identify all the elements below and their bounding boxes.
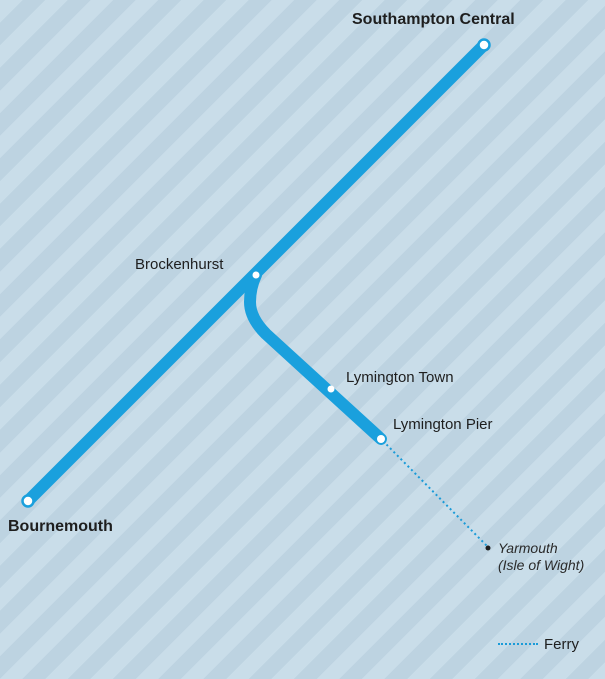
station-label-yarmouth-sub: (Isle of Wight) bbox=[498, 557, 585, 573]
yarmouth-point[interactable] bbox=[485, 545, 491, 551]
station-label-bournemouth[interactable]: Bournemouth bbox=[8, 518, 113, 535]
station-label-brockenhurst[interactable]: Brockenhurst bbox=[135, 256, 224, 273]
station-label-yarmouth[interactable]: Yarmouth bbox=[498, 540, 558, 556]
station-marker-bournemouth[interactable] bbox=[21, 494, 35, 508]
station-marker-brockenhurst[interactable] bbox=[252, 271, 260, 279]
station-label-lymington-pier[interactable]: Lymington Pier bbox=[393, 416, 493, 433]
station-marker-southampton[interactable] bbox=[477, 38, 491, 52]
station-marker-lymington-town[interactable] bbox=[327, 385, 335, 393]
ferry-route bbox=[382, 440, 488, 547]
station-marker-lymington-pier[interactable] bbox=[377, 435, 385, 443]
ferry-dotted-line-icon bbox=[498, 642, 538, 647]
station-label-lymington-town[interactable]: Lymington Town bbox=[346, 369, 454, 386]
legend-ferry: Ferry bbox=[498, 636, 579, 653]
legend-ferry-label: Ferry bbox=[544, 636, 579, 653]
lymington-branch-track bbox=[244, 269, 387, 445]
station-label-southampton[interactable]: Southampton Central bbox=[352, 11, 515, 28]
